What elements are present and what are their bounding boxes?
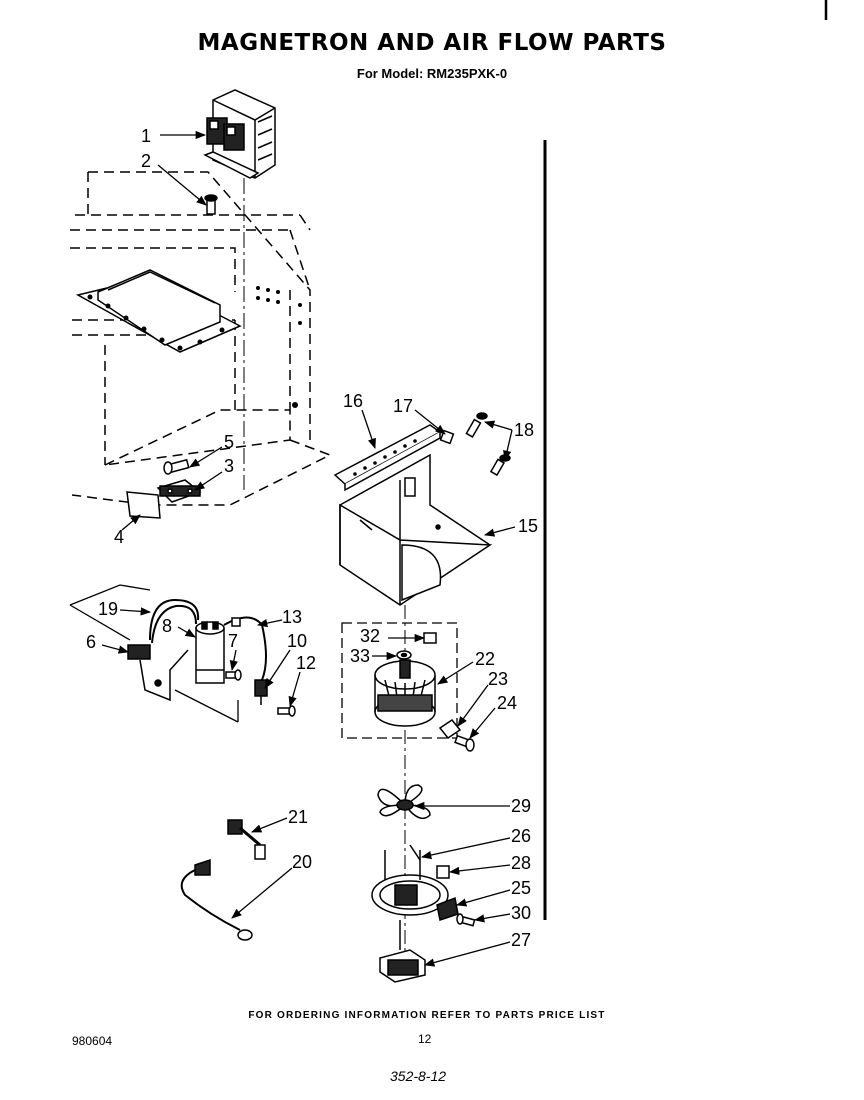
cabinet-housing: [70, 171, 332, 506]
magnetron-screw: [204, 194, 218, 215]
fan-bracket: [371, 850, 449, 916]
thermal-bracket: [126, 491, 161, 519]
capacitor-wire-19: [149, 598, 200, 644]
callout-29: 29: [511, 796, 531, 816]
waveguide-plate-holes: [87, 294, 225, 351]
callout-5: 5: [224, 432, 234, 452]
callout-12: 12: [296, 653, 316, 673]
callout-24: 24: [497, 693, 517, 713]
bracket-rod-26: [409, 844, 421, 861]
fan-motor: [374, 659, 436, 727]
diode-10: [254, 679, 268, 705]
leader-lines: [101, 130, 516, 967]
callout-8: 8: [162, 616, 172, 636]
magnetron: [203, 89, 276, 179]
callout-33: 33: [350, 646, 370, 666]
page-number: 12: [418, 1032, 432, 1046]
callout-17: 17: [393, 396, 413, 416]
callout-27: 27: [511, 930, 531, 950]
callout-30: 30: [511, 903, 531, 923]
callout-19: 19: [98, 599, 118, 619]
callout-18: 18: [514, 420, 534, 440]
rail-screw-b: [489, 454, 511, 477]
callout-20: 20: [292, 852, 312, 872]
callout-22: 22: [475, 649, 495, 669]
motor-connector: [379, 920, 426, 983]
capacitor-screw-7: [225, 669, 242, 681]
capacitor-8: [195, 621, 225, 684]
callout-23: 23: [488, 669, 508, 689]
bracket-nut-28: [436, 865, 450, 879]
motor-washer: [396, 650, 412, 660]
bracket-screw-30: [456, 913, 476, 927]
callout-10: 10: [287, 631, 307, 651]
callout-3: 3: [224, 456, 234, 476]
model-subtitle: For Model: RM235PXK-0: [356, 66, 508, 81]
motor-screw-24: [454, 734, 475, 752]
callout-32: 32: [360, 626, 380, 646]
waveguide-plate: [75, 269, 242, 353]
callout-4: 4: [114, 527, 124, 547]
rail-screw-a: [465, 412, 488, 438]
callout-25: 25: [511, 878, 531, 898]
fan-blade: [377, 784, 431, 820]
callout-1: 1: [141, 126, 151, 146]
fan-rail-holes: [353, 439, 417, 476]
callout-7: 7: [228, 631, 238, 651]
document-id: 980604: [72, 1034, 113, 1048]
motor-assembly-frame: [341, 622, 458, 739]
callout-labels: 1 2 5 3 4 16 17 18 15 19 8 13 6 7 10 12 …: [86, 126, 538, 950]
thermistor-21: [227, 819, 266, 860]
callout-21: 21: [288, 807, 308, 827]
callout-28: 28: [511, 853, 531, 873]
capacitor-bracket-6: [127, 644, 189, 702]
motor-nut: [423, 632, 437, 644]
thermal-screw: [163, 458, 190, 475]
air-guide: [339, 453, 493, 606]
ordering-note: FOR ORDERING INFORMATION REFER TO PARTS …: [248, 1010, 606, 1021]
lead-wire-20: [180, 858, 253, 941]
page-title: MAGNETRON AND AIR FLOW PARTS: [197, 30, 667, 56]
motor-bracket-23: [438, 718, 462, 740]
sheet-code: 352-8-12: [390, 1068, 447, 1084]
capacitor-group-outline: [69, 584, 239, 723]
cabinet-vent-holes: [256, 286, 302, 408]
callout-13: 13: [282, 607, 302, 627]
callout-6: 6: [86, 632, 96, 652]
callout-2: 2: [141, 151, 151, 171]
callout-15: 15: [518, 516, 538, 536]
diode-screw-12: [277, 705, 296, 717]
callout-26: 26: [511, 826, 531, 846]
bracket-clamp-25: [436, 896, 459, 921]
thermal-cutout: [156, 479, 202, 503]
callout-16: 16: [343, 391, 363, 411]
